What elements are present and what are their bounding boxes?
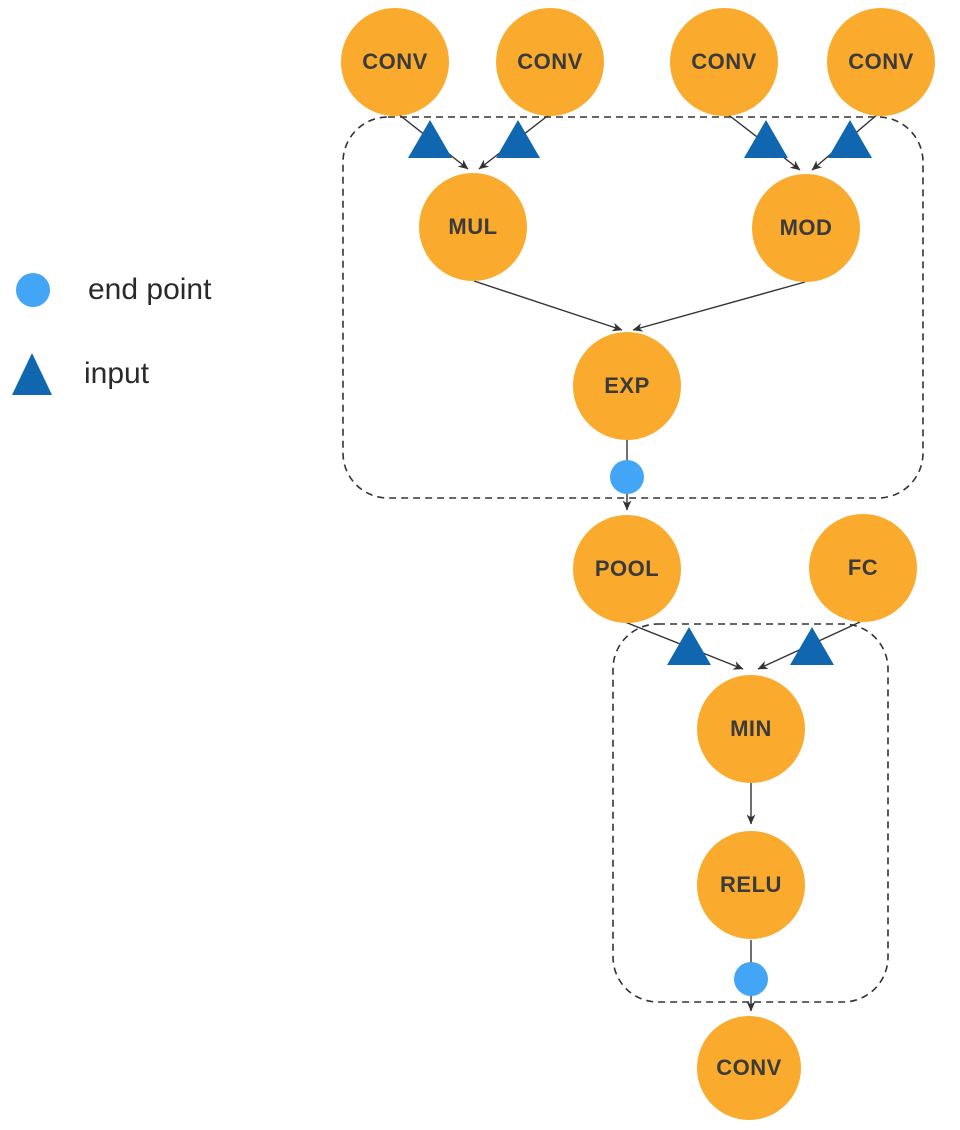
node-label: POOL xyxy=(594,556,660,581)
node-mul[interactable]: MUL xyxy=(419,173,527,281)
node-fc[interactable]: FC xyxy=(809,514,917,622)
node-label: CONV xyxy=(691,49,757,74)
node-label: EXP xyxy=(604,373,650,398)
input-triangle-icon[interactable] xyxy=(790,627,834,665)
legend-item-input: input xyxy=(12,353,149,395)
input-legend-icon xyxy=(12,353,52,395)
node-conv-5[interactable]: CONV xyxy=(697,1016,801,1120)
node-label: MIN xyxy=(730,716,772,741)
node-label: MOD xyxy=(779,215,833,240)
end-point-marker[interactable] xyxy=(610,460,644,494)
legend-label-input: input xyxy=(84,357,150,390)
node-exp[interactable]: EXP xyxy=(573,332,681,440)
node-conv-4[interactable]: CONV xyxy=(827,8,935,116)
end-point-marker[interactable] xyxy=(734,962,768,996)
node-relu[interactable]: RELU xyxy=(697,831,805,939)
input-triangle-icon[interactable] xyxy=(744,120,788,158)
node-label: CONV xyxy=(848,49,914,74)
end-point-legend-icon xyxy=(16,273,50,307)
node-label: FC xyxy=(847,555,879,580)
group-box-top xyxy=(342,116,924,499)
node-conv-1[interactable]: CONV xyxy=(341,8,449,116)
node-label: CONV xyxy=(716,1055,782,1080)
input-triangle-icon[interactable] xyxy=(667,627,711,665)
input-triangle-icon[interactable] xyxy=(496,120,540,158)
node-pool[interactable]: POOL xyxy=(573,515,681,623)
node-label: CONV xyxy=(517,49,583,74)
node-min[interactable]: MIN xyxy=(697,675,805,783)
group-box-bottom xyxy=(612,623,889,1003)
input-triangle-icon[interactable] xyxy=(408,120,452,158)
node-conv-2[interactable]: CONV xyxy=(496,8,604,116)
node-label: RELU xyxy=(720,872,782,897)
input-triangle-icon[interactable] xyxy=(828,120,872,158)
legend-item-end-point: end point xyxy=(16,273,211,307)
edge-mod-exp xyxy=(632,281,806,332)
edge-mul-exp xyxy=(473,280,623,332)
node-label: CONV xyxy=(362,49,428,74)
node-mod[interactable]: MOD xyxy=(752,174,860,282)
node-conv-3[interactable]: CONV xyxy=(670,8,778,116)
legend-label-end-point: end point xyxy=(88,273,212,306)
node-label: MUL xyxy=(448,214,498,239)
